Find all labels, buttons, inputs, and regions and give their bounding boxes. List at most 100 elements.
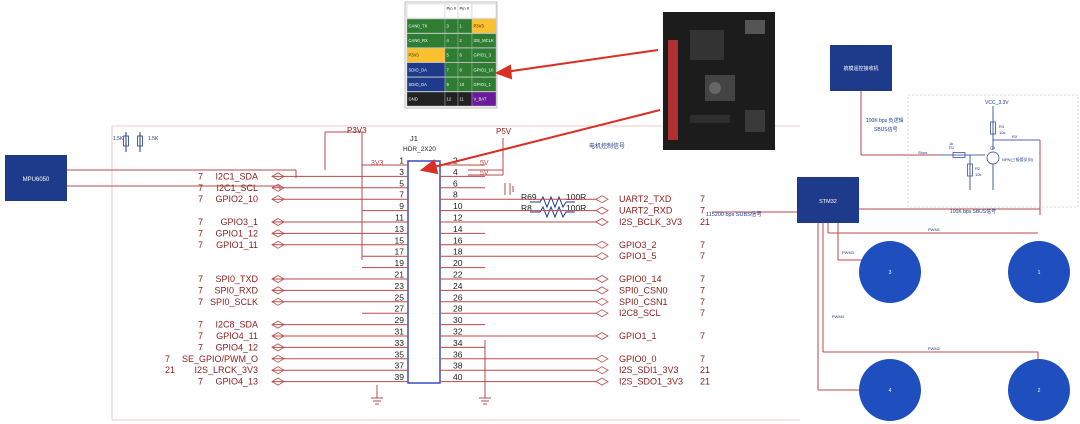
pin-number-left: 33 xyxy=(395,338,405,348)
signal-name-right: UART2_RXD xyxy=(619,206,673,216)
port-symbol xyxy=(595,240,609,249)
signal-sheet-right: 7 xyxy=(700,331,705,341)
pin-number-right: 24 xyxy=(453,281,463,291)
pin-number-right: 10 xyxy=(453,201,463,211)
signal-sheet-right: 7 xyxy=(700,240,705,250)
table-cell-text: CAN0_TX xyxy=(409,24,428,29)
vcc-label: VCC_3.3V xyxy=(985,100,1009,106)
table-cell xyxy=(471,48,497,63)
signal-sheet-left: 7 xyxy=(198,217,203,227)
header-connector: J1 HDR_2X20 xyxy=(403,134,441,384)
signal-name-right: I2S_SDO1_3V3 xyxy=(619,377,683,387)
table-cell xyxy=(471,33,497,48)
signal-sheet-right: 7 xyxy=(700,285,705,295)
signal-name-left: GPIO1_11 xyxy=(216,240,258,250)
pin-number-right: 16 xyxy=(453,235,463,245)
pin-number-left: 39 xyxy=(395,372,405,382)
pin2-net-label: 5V xyxy=(480,160,489,167)
pin-number-right: 40 xyxy=(453,372,463,382)
pin1-net-label: 3V3 xyxy=(371,160,384,167)
signal-sheet-right: 7 xyxy=(700,274,705,284)
q1-ref: Q1 xyxy=(990,145,996,150)
r2-value: 10k xyxy=(975,172,981,177)
signal-name-left: SPI0_TXD xyxy=(215,274,258,284)
signal-sheet-right: 21 xyxy=(700,365,710,375)
pin-number-left: 35 xyxy=(395,349,405,359)
port-symbol xyxy=(595,275,609,283)
board-photo xyxy=(663,12,775,150)
motor-wire-label-2: PWM2 xyxy=(928,346,941,351)
port-symbol xyxy=(595,366,609,375)
table-cell-text: V_BAT xyxy=(474,97,487,102)
signal-name-left: I2S_LRCK_3V3 xyxy=(194,365,258,375)
header-ref: J1 xyxy=(410,134,418,143)
signal-name-right: SPI0_CSN1 xyxy=(619,297,668,307)
port-symbol xyxy=(595,354,609,363)
signal-sheet-right: 21 xyxy=(700,217,710,227)
port-symbol xyxy=(271,377,285,386)
signal-name-right: GPIO0_14 xyxy=(619,274,662,284)
sbus-in-label-2: SBUS信号 xyxy=(874,126,898,133)
signal-name-right: GPIO0_0 xyxy=(619,354,657,364)
table-cell-text: 7 xyxy=(447,67,450,72)
signal-sheet-right: 7 xyxy=(700,251,705,261)
pin-number-right: 28 xyxy=(453,304,463,314)
signal-name-left: SPI0_SCLK xyxy=(210,297,258,307)
pin-number-left: 31 xyxy=(395,327,405,337)
port-symbol xyxy=(271,218,285,226)
controller-block: STM32 115200 bps SUBS信号 100K bps SBUS信号 xyxy=(706,177,1040,223)
table-cell-text: 5 xyxy=(447,53,450,58)
signal-sheet-left: 7 xyxy=(198,274,203,284)
signal-name-right: I2C8_SCL xyxy=(619,308,661,318)
table-cell-text: P3V3 xyxy=(474,24,485,29)
port-symbol xyxy=(271,320,285,329)
pin-number-left: 7 xyxy=(399,190,404,200)
table-cell-text: 6 xyxy=(460,53,463,58)
signal-name-left: SE_GPIO/PWM_O xyxy=(182,354,258,364)
pin-number-left: 17 xyxy=(395,247,405,257)
mcu-wires xyxy=(67,169,297,190)
signal-sheet-left: 7 xyxy=(198,183,203,193)
pin-number-right: 2 xyxy=(453,156,458,166)
pin-number-left: 25 xyxy=(395,292,405,302)
signal-sheet-left: 7 xyxy=(198,342,203,352)
table-cell-text: GPIO1_3 xyxy=(474,53,492,58)
r69-value: 100R xyxy=(566,192,586,202)
pin-number-left: 13 xyxy=(395,224,405,234)
signal-sheet-left: 7 xyxy=(198,320,203,330)
table-cell-text: 10 xyxy=(460,82,465,87)
signal-name-right: GPIO3_2 xyxy=(619,240,657,250)
port-symbol xyxy=(271,172,285,181)
motor-wire-label-4: PWM4 xyxy=(832,314,845,319)
signal-name-left: GPIO4_11 xyxy=(216,331,258,341)
receiver-block: 航模遥控接收机 100K bps 负逻辑 SBUS信号 xyxy=(830,45,940,156)
r1-ref: R1 xyxy=(949,145,955,150)
pin-number-right: 38 xyxy=(453,361,463,371)
signal-name-left: GPIO2_10 xyxy=(215,194,258,204)
signal-name-left: I2C1_SCL xyxy=(216,183,258,193)
table-cell-text: 12 xyxy=(447,97,452,102)
signal-sheet-left: 7 xyxy=(198,194,203,204)
port-symbol xyxy=(595,377,609,386)
transistor-label: NPN(三极管反向) xyxy=(1002,156,1034,162)
table-header-text: Pin # xyxy=(460,6,470,11)
port-symbol xyxy=(595,206,609,215)
pin-number-right: 26 xyxy=(453,292,463,302)
pin-number-left: 1 xyxy=(399,156,404,166)
table-cell-text: 8 xyxy=(460,67,463,72)
pullup-resistors: 1.5K 1.5K xyxy=(113,132,159,152)
table-cell-text: SDIO_DA xyxy=(409,82,428,87)
signal-sheet-right: 21 xyxy=(700,377,710,387)
sbus-out-label: 100K bps SBUS信号 xyxy=(950,208,996,215)
pin-number-right: 30 xyxy=(453,315,463,325)
r1-value: 1k xyxy=(949,141,953,146)
r3-value: 10k xyxy=(999,130,1005,135)
table-cell xyxy=(471,77,497,92)
signal-sheet-left: 7 xyxy=(198,331,203,341)
signal-name-right: GPIO1_5 xyxy=(619,251,657,261)
motor-wire-label-1: PWM1 xyxy=(928,227,941,232)
pin-number-left: 9 xyxy=(399,201,404,211)
table-cell-text: 2 xyxy=(460,38,463,43)
